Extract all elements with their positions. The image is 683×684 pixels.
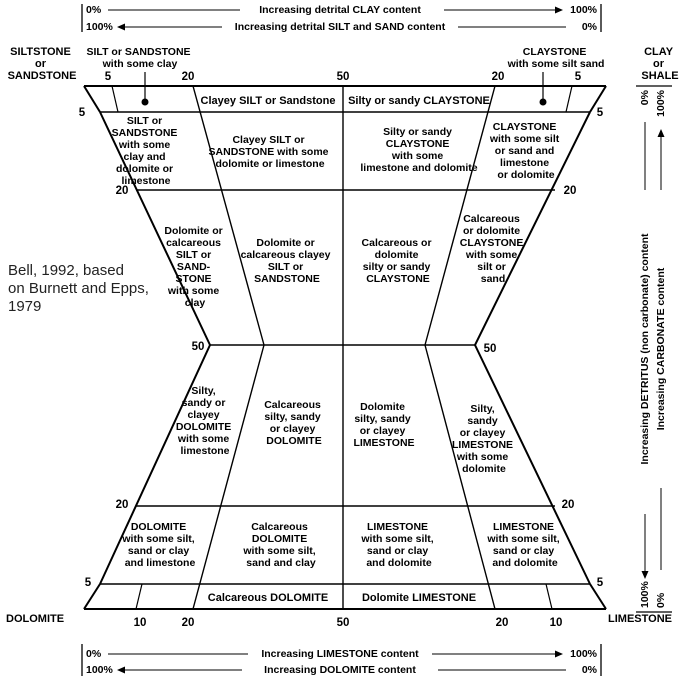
right-carbonate-text: Increasing CARBONATE content xyxy=(655,267,667,430)
svg-text:5: 5 xyxy=(79,107,86,119)
svg-text:5: 5 xyxy=(105,71,112,83)
corner-top-right: CLAY or SHALE xyxy=(641,46,678,82)
right-detritus-text: Increasing DETRITUS (non carbonate) cont… xyxy=(639,233,651,465)
bottom-limestone-right: 100% xyxy=(570,648,598,660)
caption-line: Bell, 1992, based xyxy=(8,262,124,279)
cell-r4c4: LIMESTONE with some silt, sand or clay a… xyxy=(486,521,562,569)
bottom-ticks: 10 20 50 20 10 xyxy=(134,617,563,629)
top-scale-bars: 0% Increasing detrital CLAY content 100%… xyxy=(81,4,602,33)
svg-text:20: 20 xyxy=(562,499,575,511)
svg-text:20: 20 xyxy=(492,71,505,83)
caption-line: on Burnett and Epps, xyxy=(8,280,149,297)
top-silt-left: 100% xyxy=(86,21,114,33)
svg-text:50: 50 xyxy=(484,343,497,355)
svg-text:10: 10 xyxy=(550,617,563,629)
band-top-left: Clayey SILT or Sandstone xyxy=(201,95,336,107)
band-top-right: Silty or sandy CLAYSTONE xyxy=(348,95,490,107)
right-carbonate-top: 100% xyxy=(655,89,667,117)
svg-text:20: 20 xyxy=(182,617,195,629)
bottom-dolomite-text: Increasing DOLOMITE content xyxy=(264,664,416,676)
top-silt-text: Increasing detrital SILT and SAND conten… xyxy=(235,21,446,33)
right-scale-bars: 0% Increasing DETRITUS (non carbonate) c… xyxy=(636,85,672,613)
cell-r3c4: Silty, sandy or clayey LIMESTONE with so… xyxy=(452,403,516,475)
cell-r1c1: SILT or SANDSTONE with some clay and dol… xyxy=(112,115,181,187)
diagram-frame xyxy=(83,85,607,610)
bottom-dolomite-left: 100% xyxy=(86,664,114,676)
right-carbonate-bottom: 0% xyxy=(655,592,667,608)
svg-text:5: 5 xyxy=(597,577,604,589)
top-silt-right: 0% xyxy=(582,21,598,33)
callout-pointers xyxy=(141,72,547,106)
cell-r2c2: Dolomite or calcareous clayey SILT or SA… xyxy=(241,237,334,285)
band-bottom-left: Calcareous DOLOMITE xyxy=(208,592,328,604)
band-bottom-right: Dolomite LIMESTONE xyxy=(362,592,476,604)
top-clay-text: Increasing detrital CLAY content xyxy=(259,4,421,16)
callout-claystone-some-silt: CLAYSTONE with some silt sand xyxy=(507,46,605,70)
cell-r3c3: Dolomite silty, sandy or clayey LIMESTON… xyxy=(353,401,414,449)
right-detritus-bottom: 100% xyxy=(639,580,651,608)
svg-text:10: 10 xyxy=(134,617,147,629)
top-clay-right: 100% xyxy=(570,4,598,16)
cell-r2c4: Calcareous or dolomite CLAYSTONE with so… xyxy=(460,213,527,285)
svg-text:5: 5 xyxy=(597,107,604,119)
source-caption: Bell, 1992, based on Burnett and Epps, 1… xyxy=(8,262,168,316)
bottom-scale-bars: 0% Increasing LIMESTONE content 100% 100… xyxy=(81,644,602,676)
cell-r1c2: Clayey SILT or SANDSTONE with some dolom… xyxy=(209,134,332,170)
top-clay-left: 0% xyxy=(86,4,102,16)
caption-line: 1979 xyxy=(8,298,42,315)
corner-bottom-left: DOLOMITE xyxy=(6,613,64,625)
cell-r2c1: Dolomite or calcareous SILT or SAND- STO… xyxy=(164,225,225,309)
right-ticks: 5 20 50 20 5 xyxy=(484,107,604,589)
top-ticks: 5 20 50 20 5 xyxy=(105,71,582,83)
svg-text:20: 20 xyxy=(116,185,129,197)
right-detritus-top: 0% xyxy=(639,89,651,105)
svg-text:20: 20 xyxy=(564,185,577,197)
svg-text:50: 50 xyxy=(337,71,350,83)
corner-top-left: SILTSTONE or SANDSTONE xyxy=(8,46,77,82)
cell-r3c1: Silty, sandy or clayey DOLOMITE with som… xyxy=(176,385,234,457)
svg-text:50: 50 xyxy=(337,617,350,629)
callout-silt-some-clay: SILT or SANDSTONE with some clay xyxy=(87,46,194,70)
svg-text:20: 20 xyxy=(496,617,509,629)
svg-text:50: 50 xyxy=(192,341,205,353)
svg-text:5: 5 xyxy=(575,71,582,83)
corner-bottom-right: LIMESTONE xyxy=(608,613,672,625)
cell-r4c2: Calcareous DOLOMITE with some silt, sand… xyxy=(242,521,318,569)
cell-r4c3: LIMESTONE with some silt, sand or clay a… xyxy=(360,521,436,569)
cell-r4c1: DOLOMITE with some silt, sand or clay an… xyxy=(121,521,197,569)
svg-text:5: 5 xyxy=(85,577,92,589)
bottom-limestone-text: Increasing LIMESTONE content xyxy=(261,648,419,660)
svg-text:20: 20 xyxy=(182,71,195,83)
cell-r1c3: Silty or sandy CLAYSTONE with some limes… xyxy=(360,126,477,174)
cell-r2c3: Calcareous or dolomite silty or sandy CL… xyxy=(362,237,435,285)
left-ticks: 5 20 50 20 5 xyxy=(79,107,205,589)
cell-r3c2: Calcareous silty, sandy or clayey DOLOMI… xyxy=(264,399,324,447)
bottom-limestone-left: 0% xyxy=(86,648,102,660)
svg-text:20: 20 xyxy=(116,499,129,511)
cell-r1c4: CLAYSTONE with some silt or sand and lim… xyxy=(489,121,562,181)
bottom-dolomite-right: 0% xyxy=(582,664,598,676)
